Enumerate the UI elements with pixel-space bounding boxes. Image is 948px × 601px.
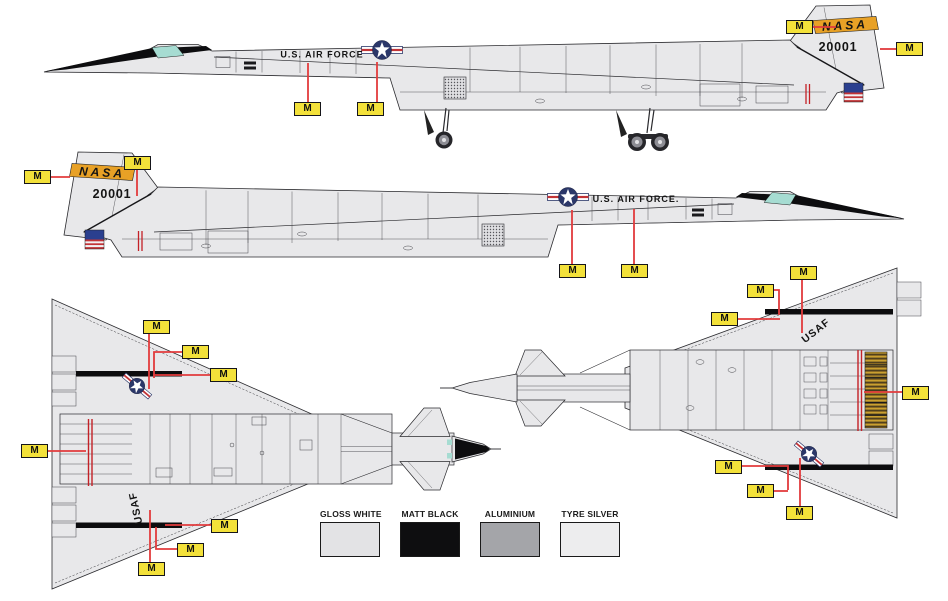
air-force-marking: U.S. AIR FORCE — [280, 50, 363, 60]
legend-item: ALUMINIUM — [480, 509, 540, 557]
legend-label: ALUMINIUM — [484, 509, 536, 519]
vertical-fin-bar — [76, 522, 182, 528]
paint-callout-m: M — [621, 264, 648, 278]
paint-callout-m: M — [559, 264, 586, 278]
paint-callout-m: M — [747, 484, 774, 498]
legend-swatch-matt-black — [400, 522, 460, 557]
vertical-fin-bar — [765, 464, 893, 470]
paint-callout-m: M — [711, 312, 738, 326]
paint-callout-m: M — [896, 42, 923, 56]
paint-legend: GLOSS WHITE MATT BLACK ALUMINIUM TYRE SI… — [320, 509, 620, 557]
legend-item: MATT BLACK — [400, 509, 460, 557]
paint-callout-m: M — [786, 506, 813, 520]
paint-callout-m: M — [747, 284, 774, 298]
side-view-top: U.S. AIR FORCE NASA 20001 — [43, 4, 885, 151]
paint-callout-m: M — [902, 386, 929, 400]
legend-label: GLOSS WHITE — [320, 509, 382, 519]
paint-callout-m: M — [21, 444, 48, 458]
paint-callout-m: M — [294, 102, 321, 116]
landing-gear — [424, 107, 669, 151]
nasa-banner — [812, 16, 879, 34]
tail-serial: 20001 — [819, 40, 858, 54]
paint-callout-m: M — [357, 102, 384, 116]
nasa-banner-text: NASA — [79, 164, 126, 181]
paint-callout-m: M — [177, 543, 204, 557]
paint-callout-m: M — [124, 156, 151, 170]
paint-callout-m: M — [715, 460, 742, 474]
side-view-middle: U.S. AIR FORCE. NASA 20001 — [63, 151, 905, 258]
legend-item: TYRE SILVER — [560, 509, 620, 557]
paint-callout-m: M — [790, 266, 817, 280]
plan-view-topside: USAF — [440, 267, 922, 519]
vertical-fin-bar — [76, 371, 182, 377]
paint-callout-m: M — [182, 345, 209, 359]
vertical-fin-bar — [765, 309, 893, 315]
legend-label: MATT BLACK — [401, 509, 459, 519]
legend-swatch-aluminium — [480, 522, 540, 557]
paint-callout-m: M — [143, 320, 170, 334]
paint-callout-m: M — [211, 519, 238, 533]
paint-callout-m: M — [138, 562, 165, 576]
tail-serial: 20001 — [93, 187, 132, 201]
legend-swatch-tyre-silver — [560, 522, 620, 557]
paint-callout-m: M — [786, 20, 813, 34]
plan-view-underside: USAF — [51, 298, 501, 590]
paint-callout-m: M — [210, 368, 237, 382]
legend-item: GLOSS WHITE — [320, 509, 382, 557]
air-force-marking: U.S. AIR FORCE. — [593, 194, 680, 204]
legend-swatch-gloss-white — [320, 522, 380, 557]
paint-callout-m: M — [24, 170, 51, 184]
callout-leader-lines — [48, 26, 902, 562]
nasa-banner-text: NASA — [822, 17, 869, 34]
legend-label: TYRE SILVER — [561, 509, 619, 519]
